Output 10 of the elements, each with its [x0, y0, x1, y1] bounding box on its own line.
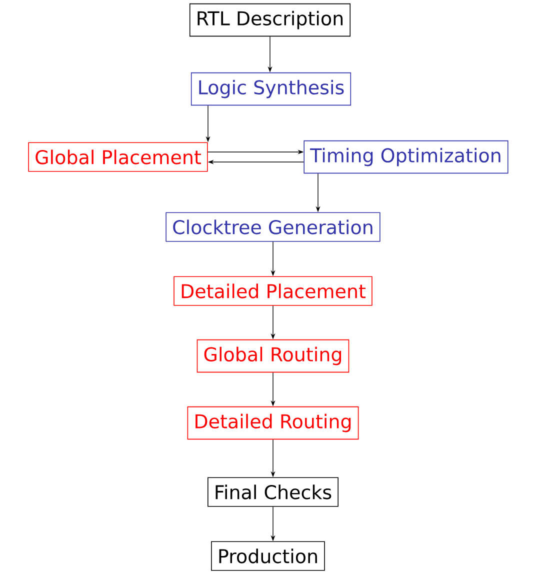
process-box: RTL Description: [189, 3, 351, 37]
process-box: Timing Optimization: [304, 140, 508, 174]
process-box: Production: [211, 541, 325, 571]
process-box: Final Checks: [208, 477, 338, 507]
process-box: Detailed Placement: [174, 276, 372, 306]
process-box: Clocktree Generation: [166, 212, 380, 242]
process-box: Detailed Routing: [187, 406, 359, 440]
process-box: Logic Synthesis: [190, 72, 352, 106]
process-box: Global Placement: [28, 142, 208, 172]
process-box: Global Routing: [196, 339, 350, 373]
